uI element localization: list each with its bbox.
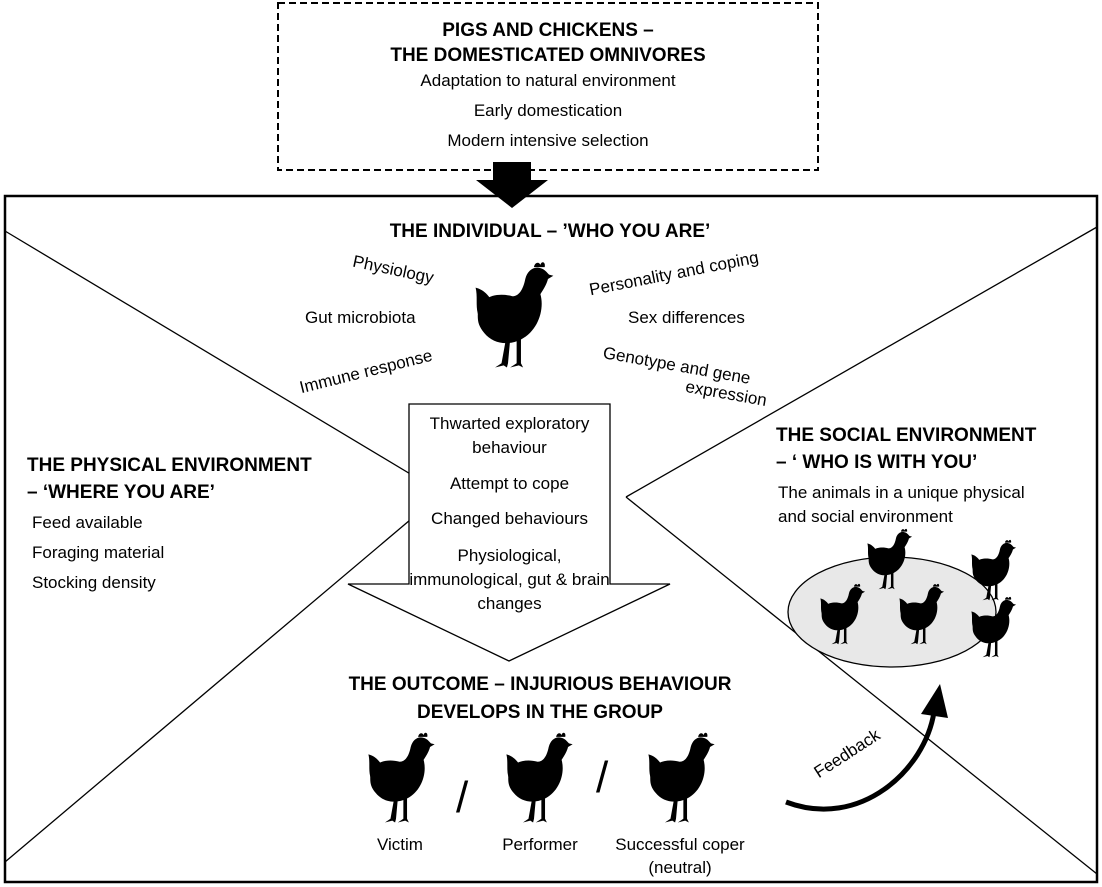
coper-hen-icon [648, 732, 715, 823]
arrow-item-cope: Attempt to cope [449, 474, 570, 493]
factor-gut-microbiota: Gut microbiota [305, 308, 416, 327]
arrow-item-physio-line1: Physiological, [457, 546, 562, 565]
top-box-title-line2: THE DOMESTICATED OMNIVORES [390, 45, 706, 66]
main-frame [3, 194, 1099, 884]
individual-hen-icon [475, 262, 554, 368]
social-title-line1: THE SOCIAL ENVIRONMENT [776, 425, 1037, 446]
top-box-item: Early domestication [473, 101, 623, 120]
arrow-item-thwarted-line2: behaviour [472, 438, 547, 457]
role-coper-line1: Successful coper [615, 835, 745, 854]
outcome-title-line1: THE OUTCOME – INJURIOUS BEHAVIOUR [348, 674, 732, 695]
role-separator: / [456, 773, 469, 822]
physical-item: Feed available [32, 513, 143, 532]
top-box-item: Adaptation to natural environment [420, 71, 676, 90]
social-title-line2: – ‘ WHO IS WITH YOU’ [776, 452, 978, 473]
feedback-arrow [785, 711, 937, 812]
top-dashed-box [277, 2, 819, 171]
down-block-arrow-icon [476, 162, 548, 208]
right-diagonal-upper [625, 226, 1098, 498]
victim-hen-icon [368, 732, 435, 823]
center-hollow-arrow [347, 403, 671, 662]
individual-title: THE INDIVIDUAL – ’WHO YOU ARE’ [389, 221, 711, 242]
top-box-title-line1: PIGS AND CHICKENS – [442, 20, 654, 41]
left-diagonal-lower [4, 492, 443, 863]
physical-title-line1: THE PHYSICAL ENVIRONMENT [27, 455, 312, 476]
arrow-item-thwarted-line1: Thwarted exploratory [429, 414, 590, 433]
performer-hen-icon [506, 732, 573, 823]
role-victim: Victim [377, 835, 423, 854]
role-separator: / [596, 753, 609, 802]
arrow-item-physio-line2: immunological, gut & brain [409, 570, 610, 589]
physical-item: Foraging material [32, 543, 165, 562]
left-diagonal-upper [4, 230, 443, 494]
right-diagonal-lower [625, 496, 1098, 875]
physical-item: Stocking density [32, 573, 156, 592]
social-desc-line2: and social environment [778, 507, 953, 526]
role-performer: Performer [502, 835, 578, 854]
role-coper-line2: (neutral) [648, 858, 712, 877]
physical-title-line2: – ‘WHERE YOU ARE’ [27, 482, 215, 503]
top-box-item: Modern intensive selection [447, 131, 649, 150]
feedback-arrowhead-icon [921, 684, 948, 718]
factor-sex-differences: Sex differences [628, 308, 745, 327]
social-desc-line1: The animals in a unique physical [778, 483, 1025, 502]
arrow-item-physio-line3: changes [477, 594, 542, 613]
outcome-title-line2: DEVELOPS IN THE GROUP [417, 702, 663, 723]
arrow-item-changed: Changed behaviours [431, 509, 588, 528]
